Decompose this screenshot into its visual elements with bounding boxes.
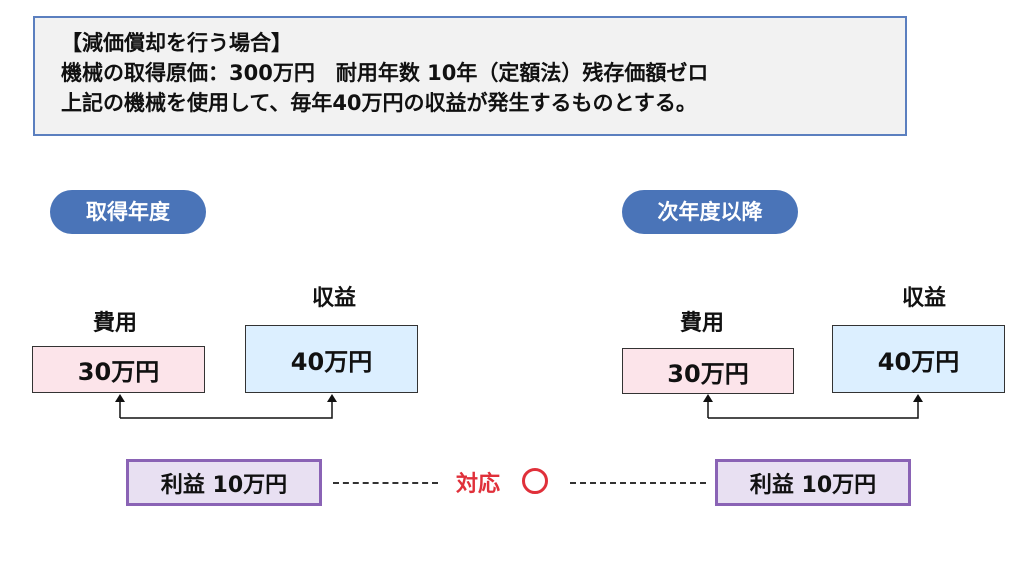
info-box: 【減価償却を行う場合】 機械の取得原価：300万円 耐用年数 10年（定額法）残…: [33, 16, 907, 136]
info-title: 【減価償却を行う場合】: [61, 31, 292, 55]
pill-following-years: 次年度以降: [622, 190, 798, 234]
pill-acquisition-year: 取得年度: [50, 190, 206, 234]
right-expense-box: 30万円: [622, 348, 794, 394]
left-arrowhead-revenue: [327, 394, 337, 402]
info-line-cost: 機械の取得原価：300万円 耐用年数 10年（定額法）残存価額ゼロ: [61, 61, 709, 85]
right-revenue-box: 40万円: [832, 325, 1005, 393]
circle-mark-icon: [522, 468, 548, 494]
right-arrowhead-expense: [703, 394, 713, 402]
left-expense-box: 30万円: [32, 346, 205, 393]
left-revenue-box: 40万円: [245, 325, 418, 393]
info-line-revenue: 上記の機械を使用して、毎年40万円の収益が発生するものとする。: [61, 91, 697, 115]
left-arrowhead-expense: [115, 394, 125, 402]
right-dashed-line: [570, 482, 706, 484]
right-arrowhead-revenue: [913, 394, 923, 402]
right-revenue-label: 収益: [902, 286, 947, 311]
left-dashed-line: [333, 482, 438, 484]
left-expense-label: 費用: [93, 311, 138, 336]
left-profit-box: 利益 10万円: [126, 459, 322, 506]
left-connector-arrow: [119, 400, 333, 419]
left-revenue-label: 収益: [312, 286, 357, 311]
right-profit-box: 利益 10万円: [715, 459, 911, 506]
right-connector-arrow: [707, 400, 919, 419]
right-expense-label: 費用: [680, 311, 725, 336]
match-label: 対応: [456, 472, 501, 497]
